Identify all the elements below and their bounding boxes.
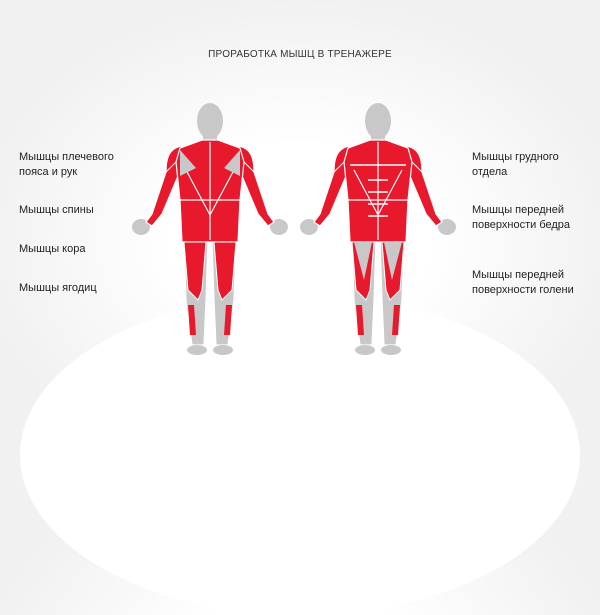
label-line: Мышцы передней — [472, 269, 564, 281]
label-line: Мышцы ягодиц — [19, 282, 97, 294]
label-glutes: Мышцы ягодиц — [19, 281, 97, 296]
label-front-shin: Мышцы передней поверхности голени — [472, 268, 574, 298]
label-front-thigh: Мышцы передней поверхности бедра — [472, 203, 570, 233]
label-shoulders-arms: Мышцы плечевого пояса и рук — [19, 150, 114, 180]
back-view-figure — [131, 102, 289, 356]
label-line: отдела — [472, 166, 508, 178]
page-title: ПРОРАБОТКА МЫШЦ В ТРЕНАЖЕРЕ — [208, 49, 392, 60]
label-back: Мышцы спины — [19, 203, 94, 218]
front-abs-lines — [350, 164, 406, 217]
front-inner-thigh — [354, 242, 402, 280]
label-line: Мышцы грудного — [472, 151, 559, 163]
label-line: поверхности бедра — [472, 219, 571, 231]
label-line: пояса и рук — [19, 166, 78, 178]
label-chest: Мышцы грудного отдела — [472, 150, 559, 180]
muscle-figures — [131, 102, 457, 356]
label-line: Мышцы передней — [472, 204, 564, 216]
label-line: поверхности голени — [472, 284, 574, 296]
label-line: Мышцы плечевого — [19, 151, 114, 163]
label-line: Мышцы кора — [19, 243, 86, 255]
label-line: Мышцы спины — [19, 204, 94, 216]
front-view-figure — [299, 102, 457, 356]
label-core: Мышцы кора — [19, 242, 85, 257]
